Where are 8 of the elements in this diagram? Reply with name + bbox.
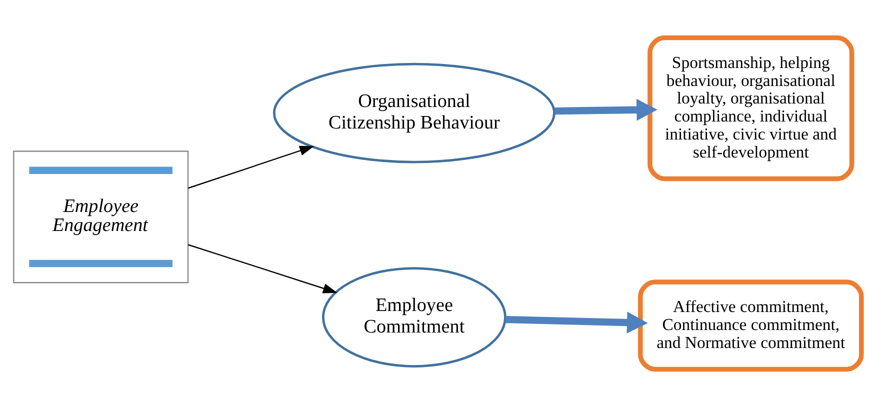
node-box: Employee Engagement <box>13 150 189 283</box>
node-box: Affective commitment, Continuance commitment, and Normative commitment <box>638 279 864 372</box>
node-ellipse: Organisational Citizenship Behaviour <box>272 62 556 163</box>
node-box: Sportsmanship, helping behaviour, organisational loyalty, organisational compliance, individual initiative, civic virtue and self-development <box>648 34 854 181</box>
arrow <box>188 244 338 293</box>
arrow <box>505 311 648 333</box>
arrow <box>554 98 658 120</box>
arrow <box>188 145 314 188</box>
